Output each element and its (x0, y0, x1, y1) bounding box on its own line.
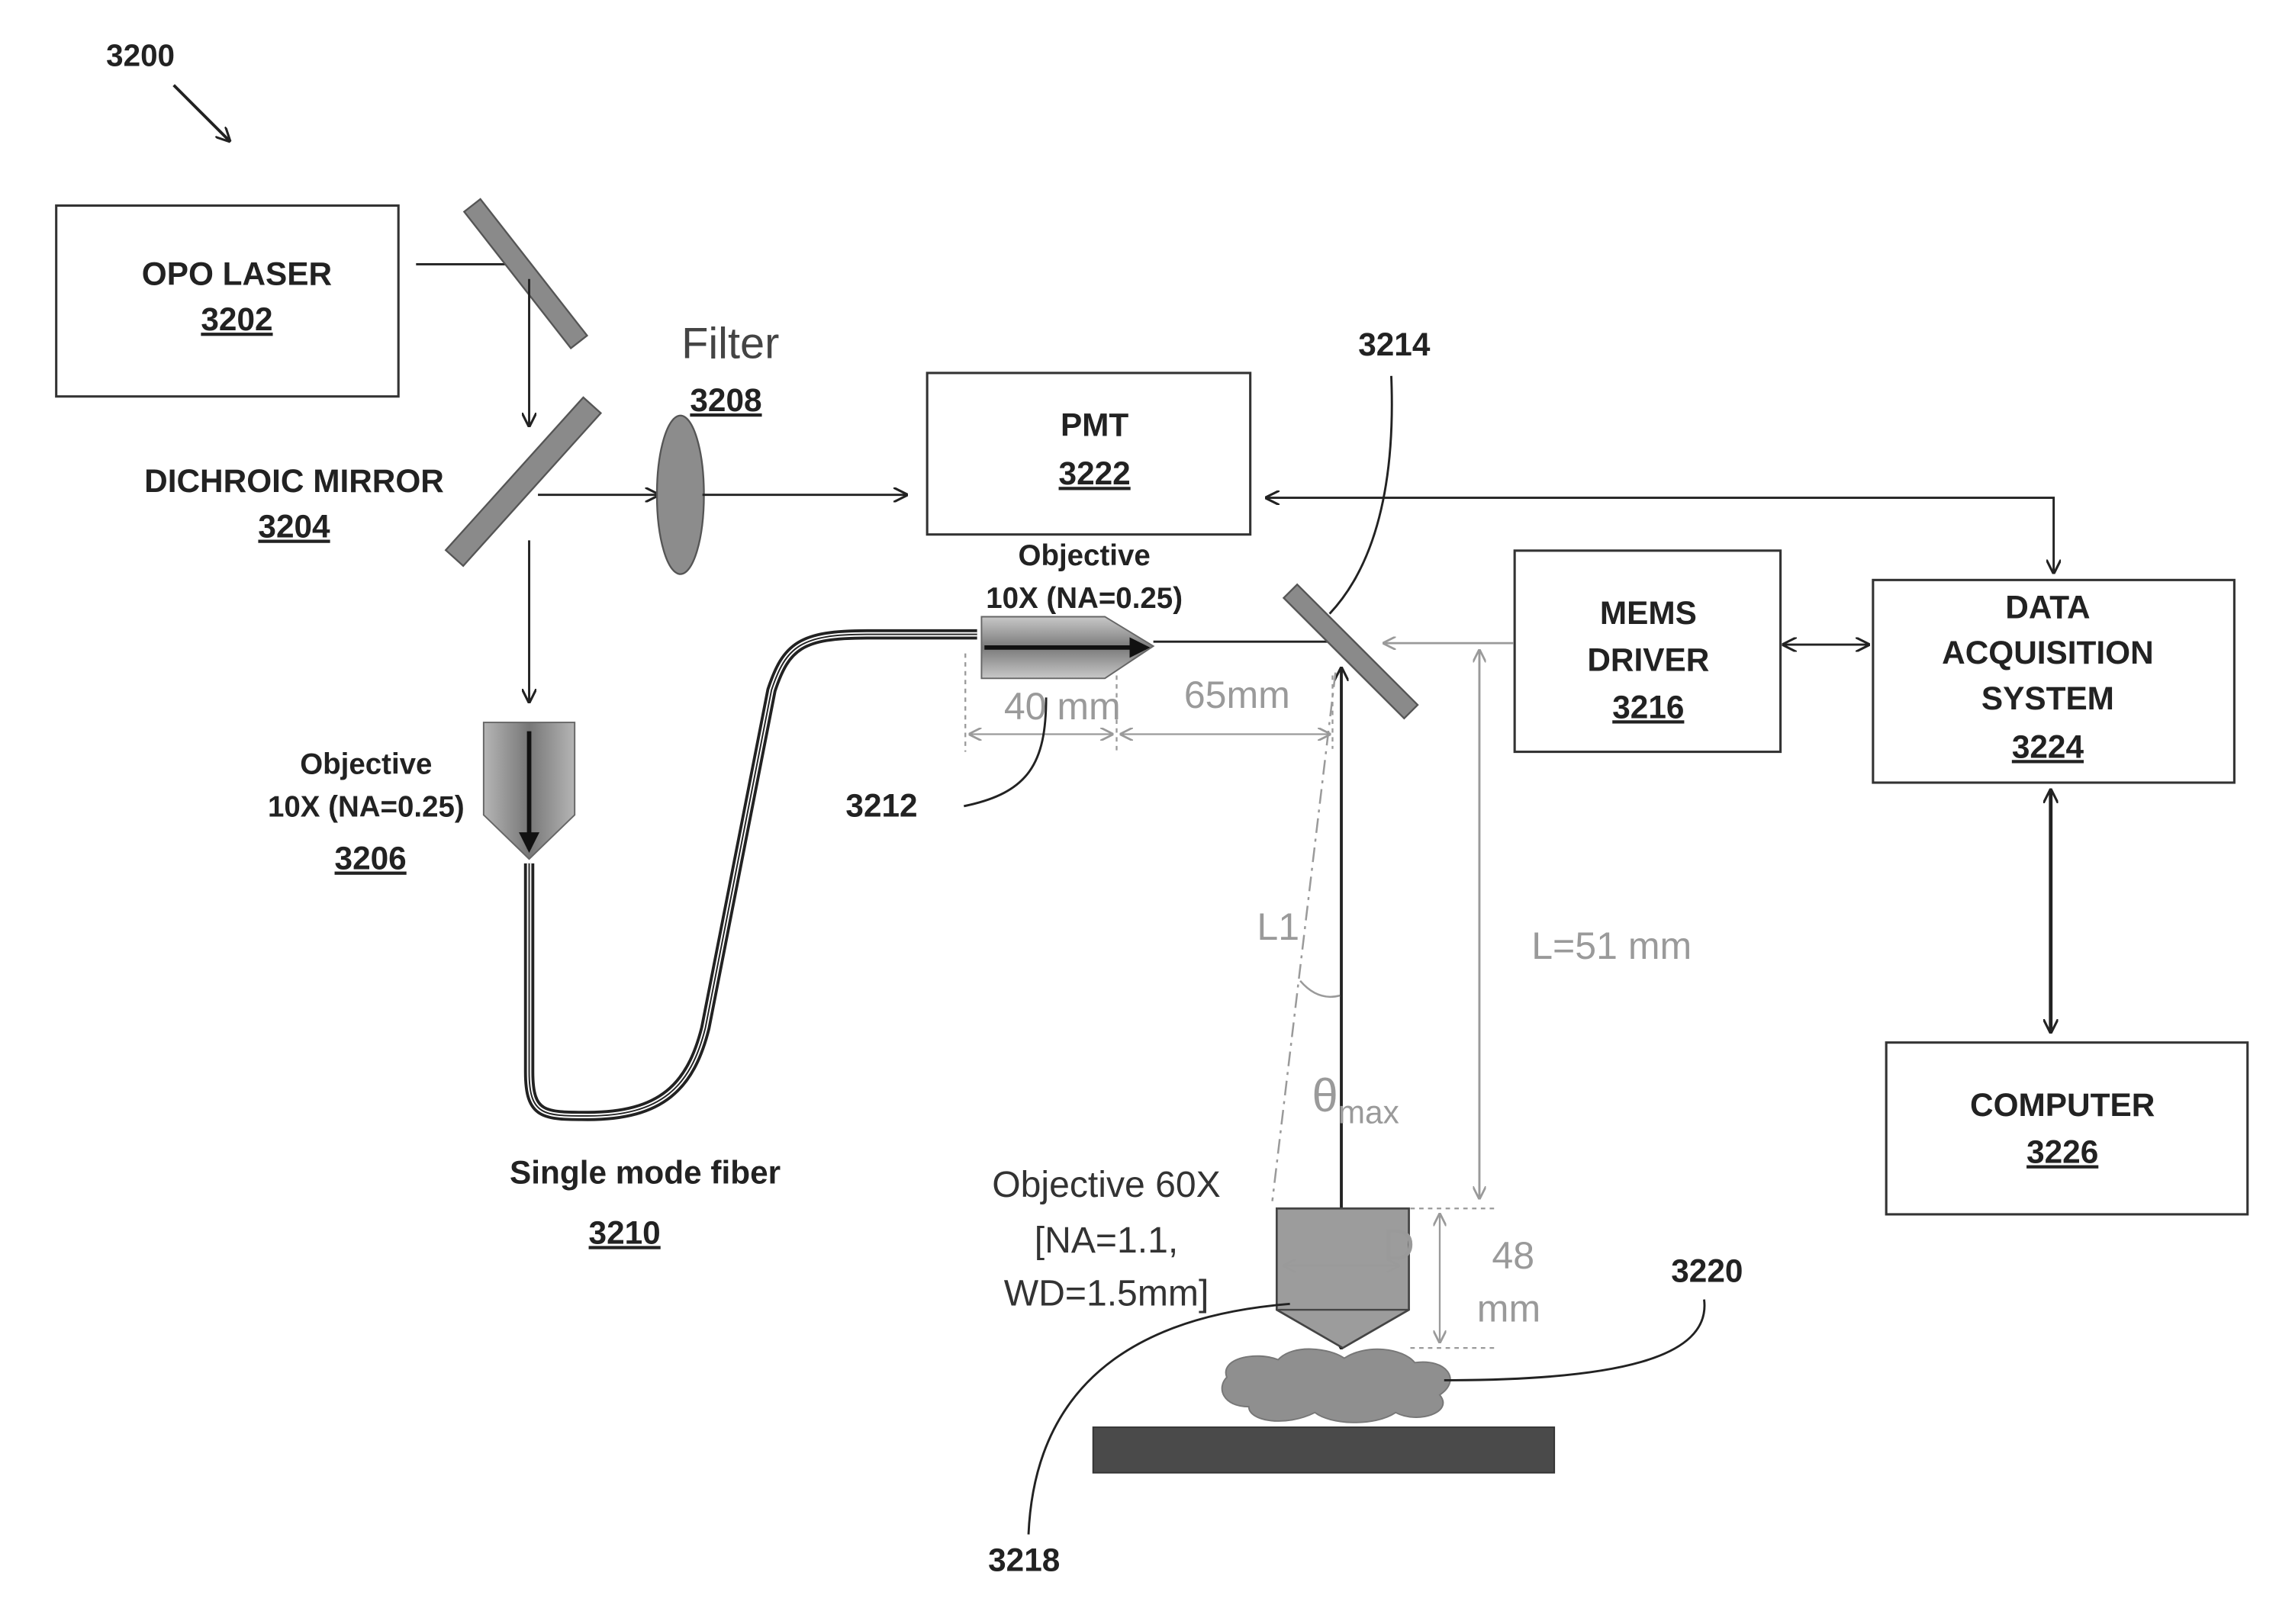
theta-arc (1300, 981, 1340, 997)
computer-title: COMPUTER (1970, 1087, 2155, 1123)
pmt-box: PMT 3222 (927, 373, 1250, 535)
filter-ref: 3208 (690, 382, 761, 418)
mems-driver-box: MEMS DRIVER 3216 (1515, 551, 1780, 752)
filter-lens (657, 416, 704, 574)
dichroic-mirror-label: DICHROIC MIRROR (144, 463, 444, 499)
figure-ref-arrow (174, 85, 230, 141)
leader-3218 (1029, 1304, 1290, 1534)
opo-laser-ref: 3202 (201, 301, 272, 337)
dimension-65mm: 65mm (1184, 674, 1290, 716)
theta-max-label: θmax (1312, 1069, 1399, 1130)
steering-mirror (464, 199, 587, 349)
dimension-L: L=51 mm (1531, 925, 1692, 967)
computer-box: COMPUTER 3226 (1886, 1043, 2248, 1214)
leader-3214 (1330, 376, 1392, 614)
pmt-title: PMT (1061, 407, 1128, 443)
dimension-48-unit: mm (1477, 1287, 1540, 1330)
objective-top-label-1: Objective (1019, 539, 1151, 572)
daq-line3: SYSTEM (1981, 680, 2114, 716)
mems-line1: MEMS (1600, 595, 1697, 631)
dimension-48-num: 48 (1492, 1234, 1534, 1277)
mems-line2: DRIVER (1587, 642, 1709, 678)
fiber-ref: 3210 (589, 1214, 661, 1250)
mems-ref: 3216 (1612, 689, 1684, 725)
objective60-label-2: [NA=1.1, (1035, 1220, 1179, 1261)
objective-left (484, 722, 575, 859)
single-mode-fiber (530, 635, 977, 1116)
ref-3218: 3218 (988, 1542, 1060, 1578)
objective-left-label-1: Objective (300, 748, 432, 780)
ref-3220: 3220 (1671, 1253, 1743, 1288)
objective-left-label-2: 10X (NA=0.25) (268, 790, 465, 823)
pmt-ref: 3222 (1059, 455, 1131, 491)
dichroic-mirror (446, 397, 600, 566)
daq-ref: 3224 (2012, 728, 2084, 764)
dimension-40mm: 40 mm (1004, 685, 1121, 728)
mems-scan-mirror (1283, 584, 1418, 719)
opo-laser-box: OPO LASER 3202 (56, 205, 399, 396)
ref-3212: 3212 (845, 787, 917, 823)
daq-box: DATA ACQUISITION SYSTEM 3224 (1873, 580, 2235, 783)
objective60-label-3: WD=1.5mm] (1004, 1272, 1209, 1314)
fiber-label: Single mode fiber (510, 1155, 781, 1191)
dichroic-mirror-ref: 3204 (258, 509, 330, 545)
computer-ref: 3226 (2026, 1134, 2098, 1170)
ref-3214: 3214 (1358, 326, 1431, 362)
daq-line2: ACQUISITION (1942, 635, 2153, 671)
sample-tissue (1222, 1349, 1450, 1423)
dimension-L1: L1 (1257, 905, 1299, 948)
objective-top-label-2: 10X (NA=0.25) (986, 582, 1183, 615)
sample-stage (1093, 1427, 1554, 1473)
daq-line1: DATA (2005, 589, 2090, 625)
opo-laser-title: OPO LASER (142, 256, 332, 291)
dimension-D: D (1383, 1221, 1415, 1270)
filter-label: Filter (681, 320, 779, 368)
objective-top (981, 616, 1153, 678)
figure-ref-label: 3200 (106, 38, 175, 73)
objective60-label-1: Objective 60X (992, 1164, 1221, 1205)
objective-left-ref: 3206 (335, 841, 407, 876)
